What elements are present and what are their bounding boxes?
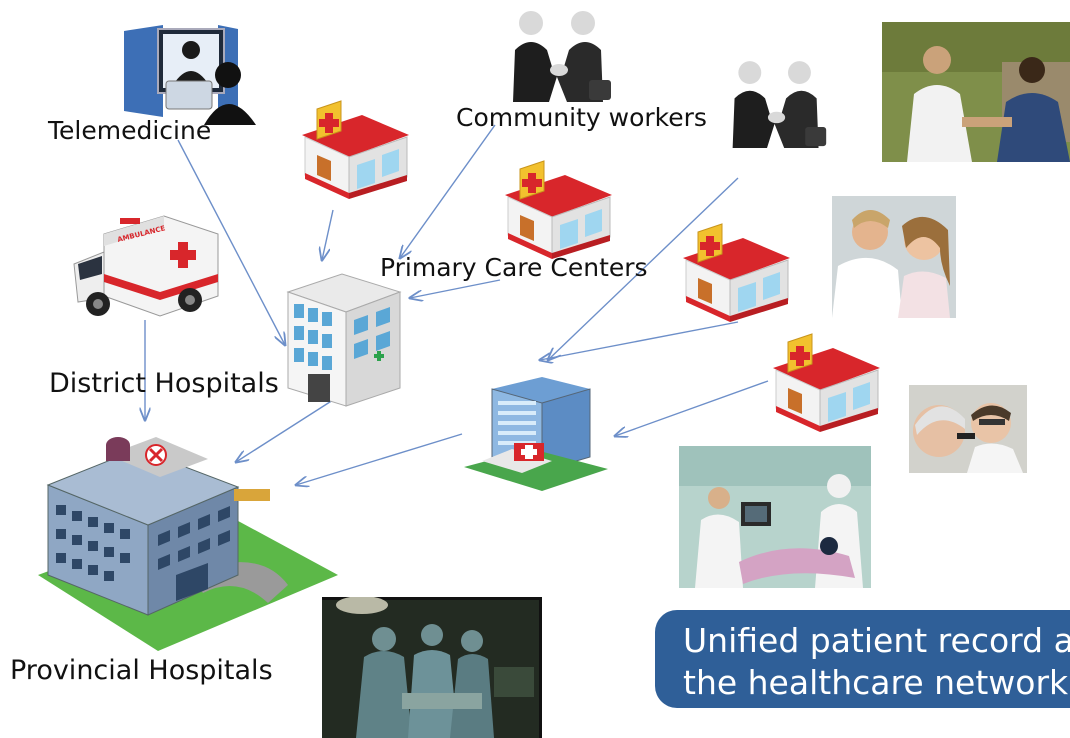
handshake-icon xyxy=(513,11,611,102)
hospital-building-icon xyxy=(464,377,608,491)
banner-line-1: Unified patient record acr xyxy=(683,621,1070,660)
health-worker-photo xyxy=(882,22,1070,162)
provincial-hospitals-label: Provincial Hospitals xyxy=(10,655,273,686)
district-hospitals-label: District Hospitals xyxy=(49,368,279,399)
arrow-regional-to-provincial xyxy=(296,433,463,485)
telemedicine-label: Telemedicine xyxy=(48,116,212,145)
primary-care-centers-label: Primary Care Centers xyxy=(380,253,648,282)
clinic-icon xyxy=(301,100,410,200)
telemedicine-icon xyxy=(124,25,256,125)
banner-line-2: the healthcare network xyxy=(683,663,1069,702)
hospital-building-icon xyxy=(286,273,402,407)
arrow-clinic-to-district xyxy=(322,209,334,260)
ultrasound-photo xyxy=(679,446,871,588)
provincial-hospital-icon xyxy=(38,437,338,651)
arrow-primary-to-district xyxy=(410,279,501,298)
arrow-community-to-district xyxy=(400,124,496,258)
arrow-telemedicine-to-district xyxy=(177,139,285,345)
unified-record-banner: Unified patient record acr the healthcar… xyxy=(655,610,1070,708)
doctor-child-photo xyxy=(832,196,956,318)
clinic-icon xyxy=(504,160,613,260)
arrow-clinic2-to-regional xyxy=(540,321,739,360)
clinic-icon xyxy=(682,223,791,323)
surgery-photo xyxy=(322,597,542,738)
arrow-clinic3-to-regional xyxy=(615,380,769,436)
arrow-community2-to-regional xyxy=(548,177,739,360)
ear-exam-photo xyxy=(909,385,1027,473)
community-workers-label: Community workers xyxy=(456,103,707,132)
arrow-district-to-provincial xyxy=(236,399,334,462)
handshake-icon xyxy=(732,61,827,148)
ambulance-icon: AMBULANCE xyxy=(73,215,219,317)
clinic-icon xyxy=(772,333,881,433)
